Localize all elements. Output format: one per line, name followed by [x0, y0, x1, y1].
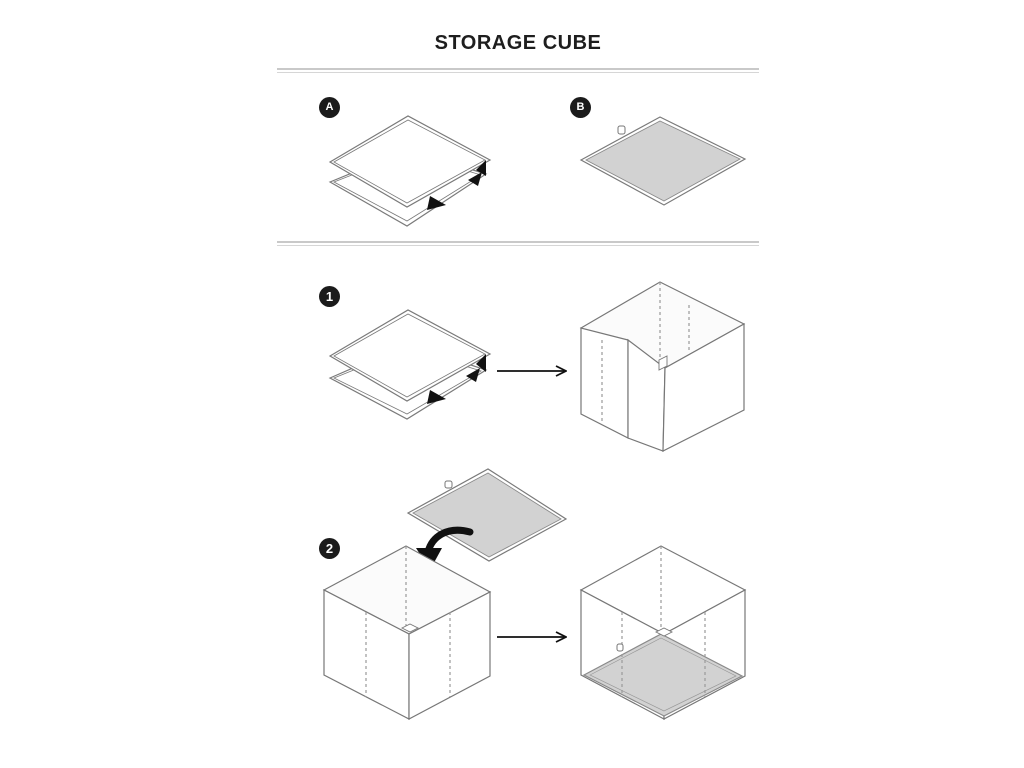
part-a-badge: A	[319, 97, 340, 118]
step-2-finished-cube-illustration	[579, 545, 747, 720]
step-1-folded-box-illustration	[579, 281, 746, 452]
step-2-base-board-illustration	[406, 468, 568, 562]
step-2-open-box-illustration	[322, 545, 492, 720]
step-2-badge: 2	[319, 538, 340, 559]
page-title: STORAGE CUBE	[434, 32, 602, 54]
part-a-side-panels-illustration	[328, 115, 492, 227]
part-b-badge: B	[570, 97, 591, 118]
step-1-badge: 1	[319, 286, 340, 307]
step-1-panels-illustration	[328, 309, 492, 420]
divider-top	[277, 68, 759, 75]
part-b-base-board-illustration	[579, 116, 747, 206]
divider-middle	[277, 241, 759, 248]
